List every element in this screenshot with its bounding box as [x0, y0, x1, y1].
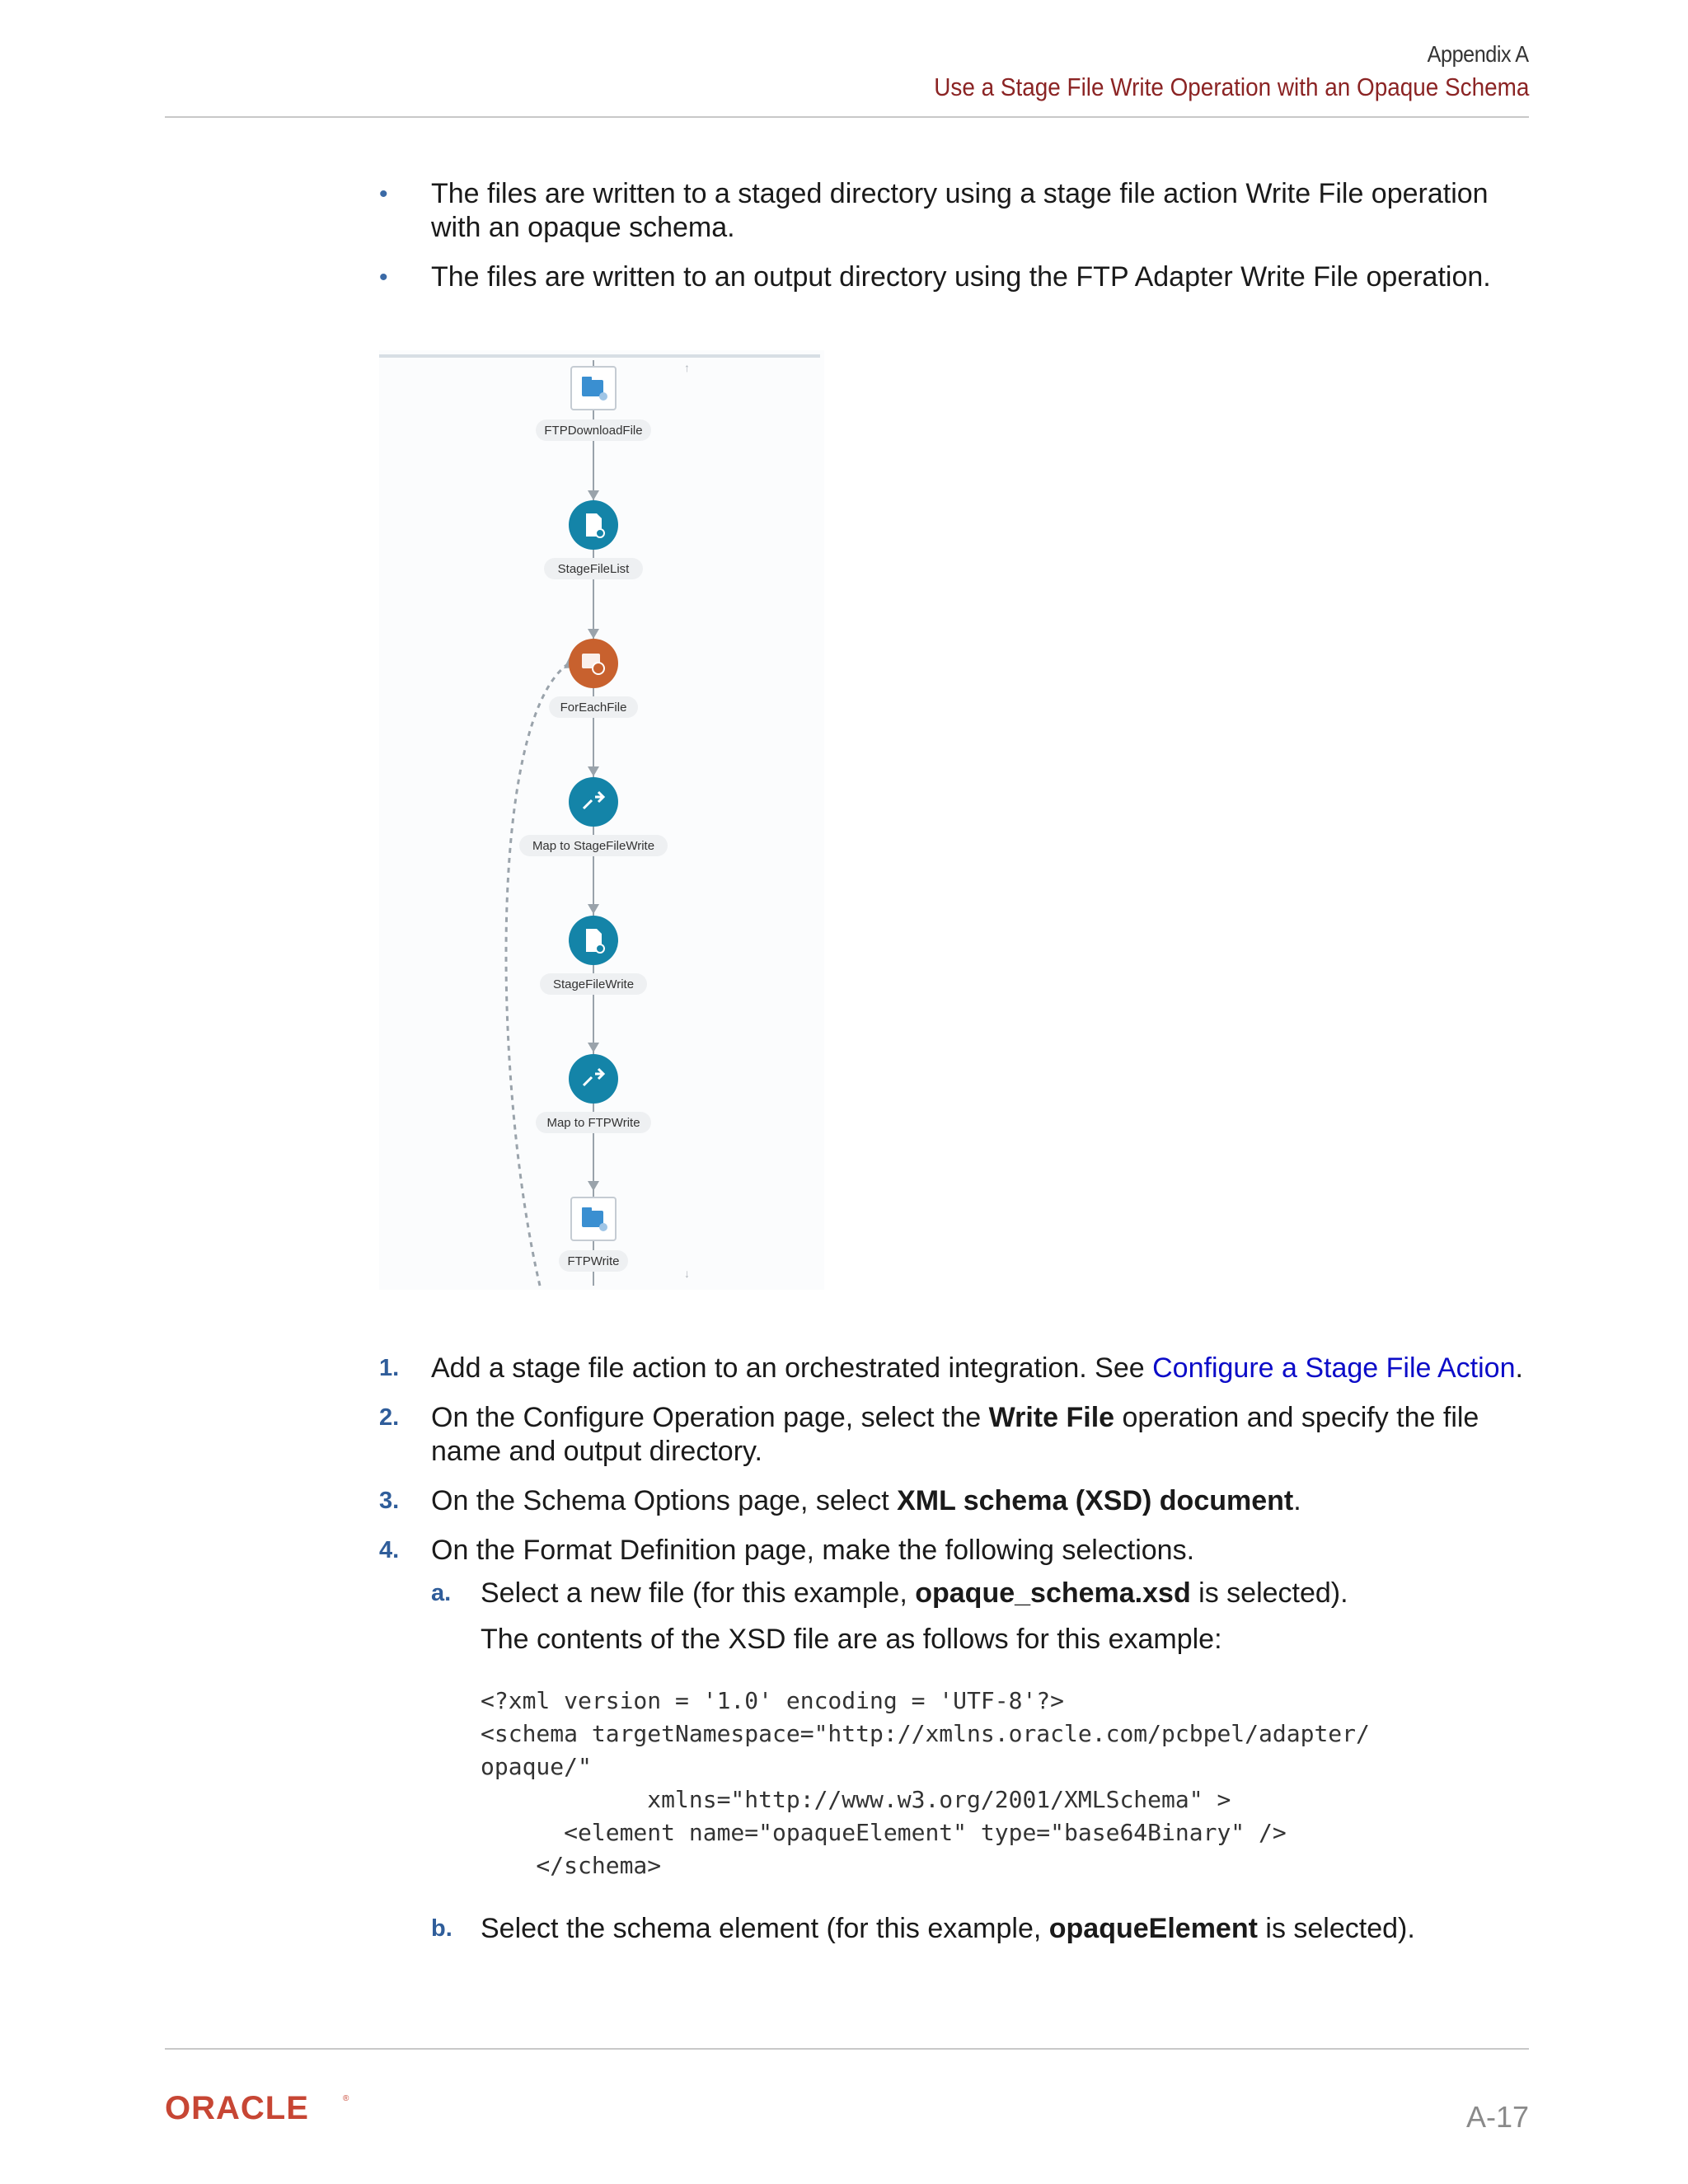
step-4: 4. On the Format Definition page, make t… [379, 1534, 1550, 1946]
page-number: A-17 [1465, 2100, 1529, 2134]
step-3: 3. On the Schema Options page, select XM… [379, 1485, 1301, 1516]
bullet-icon: • [379, 264, 388, 291]
step-4a: a. Select a new file (for this example, … [431, 1577, 1550, 1882]
ftp-adapter-icon [582, 1207, 607, 1231]
loop-return-connector [504, 662, 570, 1286]
step-1: 1. Add a stage file action to an orchest… [379, 1352, 1523, 1384]
scroll-up-indicator: ↑ [684, 361, 690, 374]
integration-flow-diagram: FTPDownloadFile StageFileList ForEachFil… [379, 350, 824, 1290]
header-title: Use a Stage File Write Operation with an… [933, 73, 1529, 101]
footer-rule [165, 2048, 1529, 2050]
intro-bullet-list: •The files are written to a staged direc… [379, 177, 1533, 310]
svg-text:ForEachFile: ForEachFile [560, 701, 627, 715]
header-rule [165, 116, 1529, 118]
flow-node-stage-file-write[interactable]: StageFileWrite [540, 916, 647, 995]
for-each-icon [582, 654, 605, 675]
oracle-logo: ORACLE ® [165, 2089, 363, 2130]
procedure-steps: 1. Add a stage file action to an orchest… [379, 1352, 1550, 1961]
svg-text:StageFileList: StageFileList [558, 562, 631, 576]
svg-text:StageFileWrite: StageFileWrite [553, 977, 634, 991]
integration-flow-figure: FTPDownloadFile StageFileList ForEachFil… [379, 350, 824, 1290]
stage-file-icon [586, 929, 605, 954]
xsd-intro-text: The contents of the XSD file are as foll… [481, 1624, 1222, 1655]
flow-node-map-to-stage-file-write[interactable]: Map to StageFileWrite [519, 777, 668, 856]
bullet-icon: • [379, 180, 388, 208]
ftp-adapter-icon [582, 377, 607, 401]
svg-text:Map to StageFileWrite: Map to StageFileWrite [532, 839, 654, 853]
flow-node-for-each-file[interactable]: ForEachFile [549, 639, 638, 718]
list-item: •The files are written to an output dire… [379, 261, 1491, 293]
stage-file-icon [586, 513, 605, 538]
svg-text:ORACLE: ORACLE [165, 2090, 309, 2125]
svg-text:®: ® [343, 2094, 349, 2103]
flow-node-map-to-ftp-write[interactable]: Map to FTPWrite [536, 1054, 651, 1133]
svg-text:FTPDownloadFile: FTPDownloadFile [544, 424, 642, 438]
mapper-icon [582, 790, 606, 810]
xsd-code-block: <?xml version = '1.0' encoding = 'UTF-8'… [481, 1687, 1370, 1879]
mapper-icon [582, 1067, 606, 1087]
flow-node-ftp-write[interactable]: FTPWrite [559, 1197, 628, 1272]
svg-text:FTPWrite: FTPWrite [567, 1254, 619, 1268]
step-2: 2. On the Configure Operation page, sele… [379, 1402, 1479, 1467]
list-item: •The files are written to a staged direc… [379, 178, 1489, 243]
scroll-down-indicator: ↓ [684, 1267, 690, 1280]
flow-node-stage-file-list[interactable]: StageFileList [544, 500, 643, 579]
step-4b: b. Select the schema element (for this e… [431, 1913, 1415, 1944]
header-section: Appendix A [1427, 41, 1529, 67]
flow-node-ftp-download[interactable]: FTPDownloadFile [536, 366, 651, 441]
svg-text:Map to FTPWrite: Map to FTPWrite [546, 1116, 640, 1130]
configure-stage-file-action-link[interactable]: Configure a Stage File Action [1152, 1352, 1516, 1384]
